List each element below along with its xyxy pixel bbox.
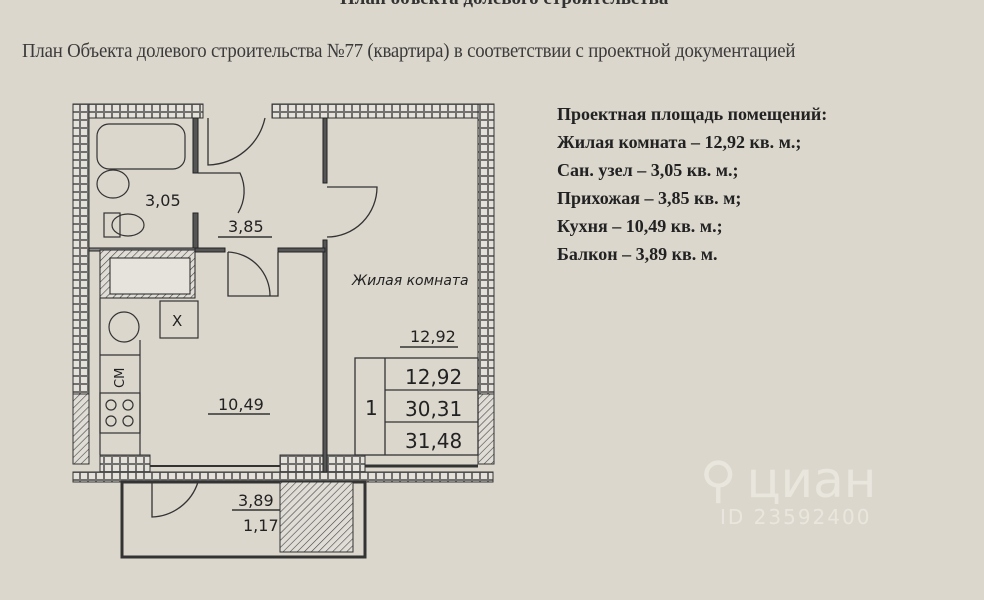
fridge-label: Х	[172, 312, 182, 330]
washbasin-icon	[96, 169, 130, 199]
stove-icon	[99, 392, 141, 434]
watermark-brand: циан	[746, 451, 877, 509]
fixtures	[96, 123, 199, 455]
area-list: Проектная площадь помещений: Жилая комна…	[557, 100, 827, 268]
balcony	[120, 480, 367, 559]
fridge-icon	[159, 300, 199, 339]
table-living-area: 12,92	[405, 365, 462, 389]
table-total-with-balcony: 31,48	[405, 429, 462, 453]
balcony-area: 3,89	[238, 491, 274, 510]
balcony-reduced-area: 1,17	[243, 516, 279, 535]
area-item: Прихожая – 3,85 кв. м;	[557, 188, 742, 208]
kitchen-area: 10,49	[218, 395, 264, 414]
outer-walls	[72, 103, 495, 483]
room-count: 1	[365, 396, 378, 420]
area-item: Сан. узел – 3,05 кв. м.;	[557, 160, 739, 180]
watermark-id: ID 235924​00	[720, 505, 872, 529]
area-item: Кухня – 10,49 кв. м.;	[557, 216, 723, 236]
living-room-area: 12,92	[410, 327, 456, 346]
sink-icon	[108, 311, 140, 343]
toilet-icon	[103, 212, 121, 238]
hall-area: 3,85	[228, 217, 264, 236]
watermark: ⚲ циан ID 235924​00	[700, 455, 876, 529]
area-item: Балкон – 3,89 кв. м.	[557, 244, 718, 264]
document-subtitle: План Объекта долевого строительства №77 …	[22, 40, 796, 62]
location-pin-icon: ⚲	[700, 451, 737, 509]
bathroom-area: 3,05	[145, 191, 181, 210]
door-swings	[151, 117, 378, 518]
area-item: Жилая комната – 12,92 кв. м.;	[557, 132, 802, 152]
interior-walls	[88, 117, 328, 473]
table-total-area: 30,31	[405, 397, 462, 421]
bathtub-icon	[96, 123, 186, 170]
living-room-label: Жилая комната	[351, 273, 469, 289]
area-heading: Проектная площадь помещений:	[557, 104, 828, 124]
document-title: План объекта долевого строительства	[340, 0, 668, 10]
summary-table	[354, 357, 479, 456]
washer-label: СМ	[113, 368, 128, 388]
